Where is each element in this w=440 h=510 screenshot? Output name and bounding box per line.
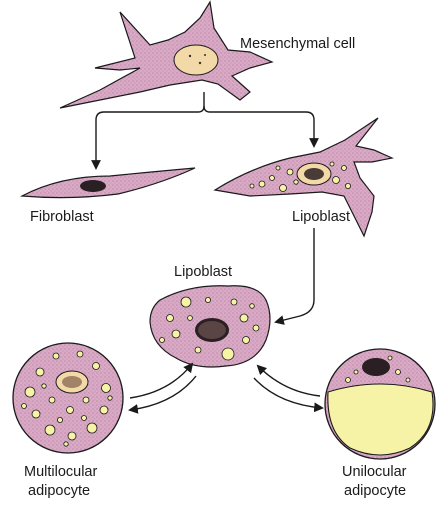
mesenchymal-cell [59,0,274,109]
lipoblast-top-cell [213,117,394,238]
lipoblast-middle-cell [149,285,271,368]
label-unilocular-line2: adipocyte [344,483,406,499]
arrow-to-lipoblast [274,228,315,325]
multilocular-adipocyte-cell [12,342,124,454]
label-multilocular-line1: Multilocular [24,464,97,480]
label-lipoblast-middle: Lipoblast [174,264,232,280]
fibroblast-cell [19,167,196,199]
label-lipoblast-top: Lipoblast [292,209,350,225]
arrows-left-reversible [128,362,197,414]
label-unilocular-line1: Unilocular [342,464,407,480]
label-multilocular-line2: adipocyte [28,483,90,499]
branch-arrows [91,92,319,170]
label-mesenchymal-cell: Mesenchymal cell [240,36,355,52]
unilocular-adipocyte-cell [324,348,436,460]
label-fibroblast: Fibroblast [30,209,94,225]
arrows-right-reversible [253,364,324,413]
